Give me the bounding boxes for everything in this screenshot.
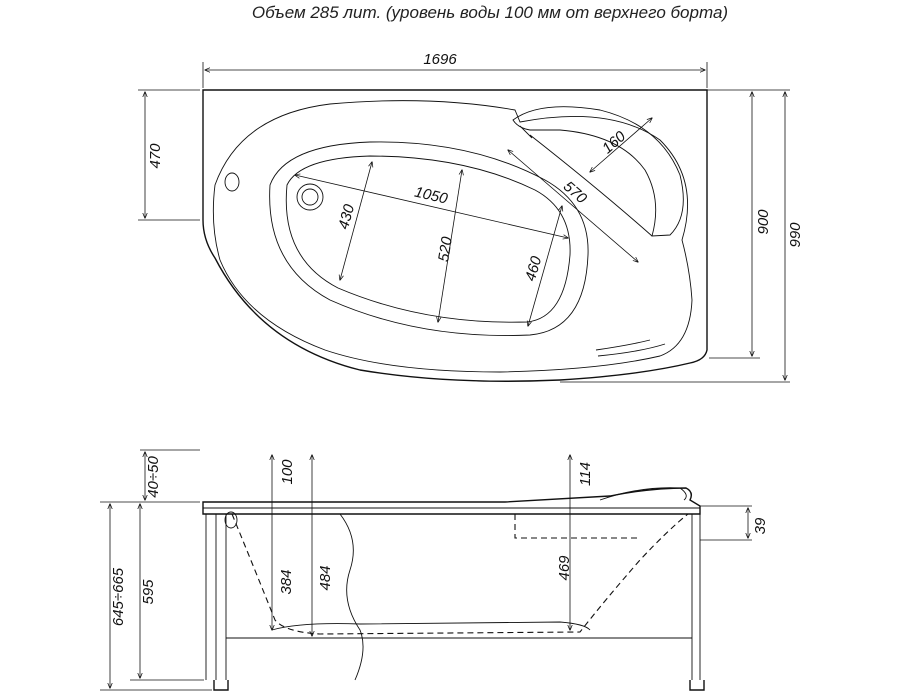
dim-seat-radius [590, 118, 652, 172]
side-view: 40÷50 645÷665 595 100 114 39 384 484 469 [100, 449, 769, 691]
dim-bowl-length [295, 175, 568, 238]
plan-inner-rim [212, 100, 693, 373]
label-overall-height: 645÷665 [110, 567, 127, 626]
side-bowl-contour [231, 513, 689, 635]
label-bowl-width: 520 [435, 235, 456, 263]
plan-bowl-inner [285, 155, 571, 323]
label-inner-depth-center: 484 [317, 565, 334, 590]
plan-drain-outer [296, 183, 324, 211]
label-body-height: 595 [140, 579, 157, 605]
label-bowl-end-right: 460 [522, 254, 545, 283]
label-seat-radius: 160 [599, 128, 630, 158]
plan-seat [512, 106, 684, 237]
label-inner-depth-left: 384 [278, 569, 295, 594]
side-foot-left [213, 680, 229, 691]
label-bowl-end-left: 430 [335, 202, 358, 231]
dim-seat-diagonal [508, 150, 638, 262]
label-rim-gap: 40÷50 [145, 456, 162, 498]
label-total-depth: 990 [787, 222, 804, 248]
side-right-panel [691, 514, 701, 680]
plan-outer-outline [202, 89, 708, 382]
plan-seat-step [595, 339, 666, 357]
side-foot-right [689, 680, 705, 691]
side-rim [202, 487, 701, 515]
side-overflow [224, 511, 238, 529]
side-headrest [599, 487, 687, 501]
plan-view: 1696 470 900 990 1050 520 430 460 570 16… [138, 51, 804, 383]
label-seat-diagonal: 570 [560, 178, 591, 208]
plan-overflow [224, 172, 240, 192]
label-bowl-length: 1050 [413, 184, 450, 208]
label-rim-thickness: 39 [752, 517, 769, 534]
dim-bowl-width [438, 170, 462, 322]
label-seat-height: 114 [577, 462, 594, 486]
side-left-panel [205, 514, 227, 680]
side-seat-hidden [514, 514, 640, 539]
volume-caption: Объем 285 лит. (уровень воды 100 мм от в… [252, 3, 728, 22]
label-overall-length: 1696 [423, 51, 457, 68]
plan-drain-inner [301, 188, 319, 206]
side-break-line [339, 513, 364, 681]
label-inner-depth-seat: 469 [556, 555, 573, 581]
side-bowl-floor [271, 621, 591, 631]
label-water-level: 100 [279, 459, 296, 485]
plan-seat-slope [519, 125, 653, 237]
label-left-depth: 470 [147, 143, 164, 169]
label-right-depth: 900 [755, 209, 772, 235]
plan-bowl-outer [269, 141, 589, 336]
dim-bowl-end-left [340, 162, 372, 280]
